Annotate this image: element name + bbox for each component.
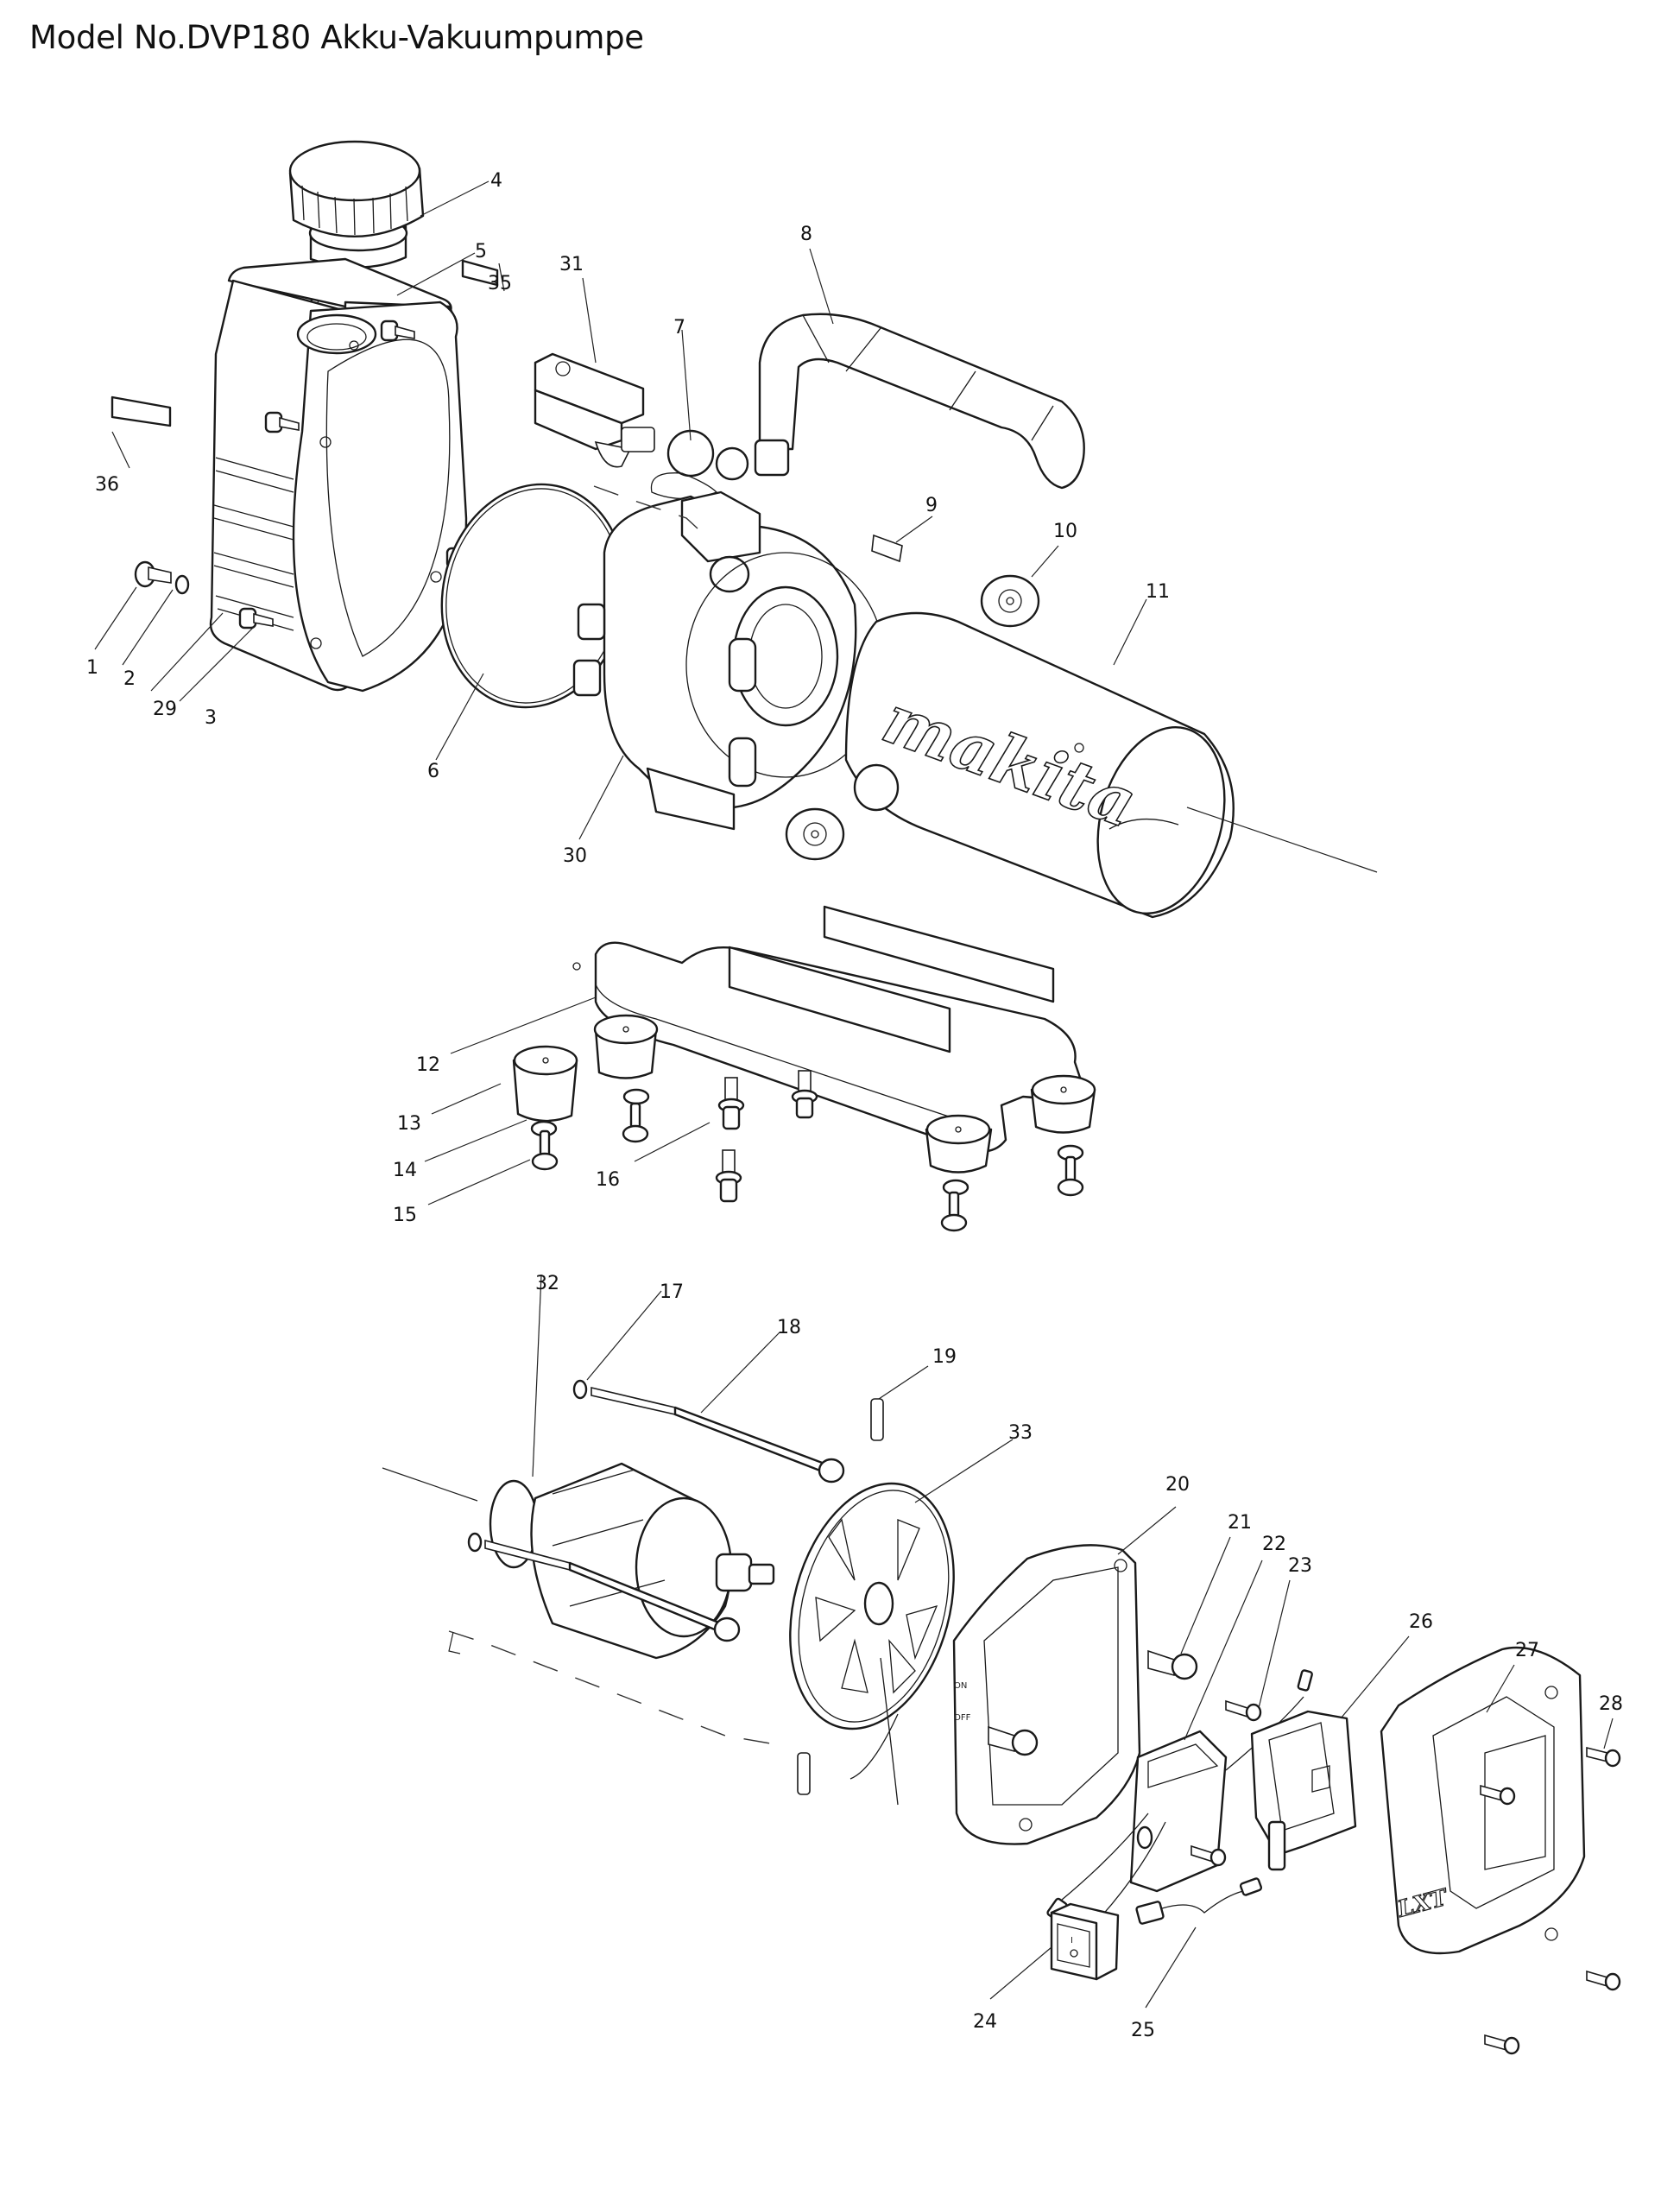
callout-31: 31	[559, 254, 584, 275]
part-31-valve	[534, 352, 655, 468]
callout-7: 7	[673, 317, 685, 338]
callout-27: 27	[1515, 1640, 1539, 1661]
callout-10: 10	[1053, 521, 1077, 542]
part-30-pump-body	[572, 490, 886, 831]
callout-22: 22	[1262, 1534, 1286, 1555]
switch-off-marking: OFF	[954, 1713, 971, 1723]
callout-29: 29	[153, 699, 177, 720]
part-20-motor-housing-rear: ON OFF	[952, 1544, 1141, 1845]
part-10-vent-cap	[785, 574, 1040, 861]
callout-20: 20	[1165, 1474, 1190, 1496]
callout-26: 26	[1409, 1611, 1433, 1633]
part-21-socket-screw	[988, 1649, 1198, 1756]
callout-28: 28	[1599, 1693, 1623, 1715]
part-4-oil-cap	[288, 140, 425, 269]
part-12-base	[572, 905, 1085, 1153]
part-15-screw	[531, 1102, 1084, 1232]
part-13-rubber-foot	[512, 1014, 1096, 1174]
part-24-rocker-switch: I	[1050, 1902, 1120, 1981]
part-18-long-bolt	[484, 1386, 845, 1642]
part-19-spring	[797, 1398, 884, 1795]
callout-13: 13	[397, 1113, 421, 1135]
part-26-terminal	[1250, 1710, 1357, 1871]
callout-2: 2	[123, 668, 136, 690]
part-36-label	[111, 395, 172, 427]
part-28-screw	[1480, 1746, 1621, 2055]
part-23-screw	[1191, 1699, 1262, 1867]
part-25-lead-wire	[1135, 1877, 1263, 1925]
callout-labels: 1 2 3 4 5 6 7 8 9 10 11 12 13 14 15 16 1…	[86, 170, 1623, 2041]
switch-on-marking: ON	[954, 1681, 967, 1691]
part-11-cylinder-cover: makita	[844, 611, 1235, 919]
callout-8: 8	[800, 224, 812, 245]
callout-9: 9	[925, 495, 938, 516]
callout-17: 17	[660, 1281, 684, 1303]
page-title: Model No.DVP180 Akku-Vakuumpumpe	[29, 19, 644, 56]
part-17-spring-washer	[467, 1379, 588, 1553]
callout-12: 12	[416, 1054, 440, 1076]
part-33-end-plate	[789, 1482, 955, 1806]
callout-19: 19	[932, 1346, 957, 1368]
callout-33: 33	[1008, 1422, 1033, 1444]
part-2-washer	[174, 574, 190, 595]
callout-25: 25	[1131, 2020, 1155, 2041]
callout-6: 6	[427, 761, 439, 782]
callout-16: 16	[596, 1169, 620, 1191]
callout-1: 1	[86, 657, 98, 679]
callout-24: 24	[973, 2011, 997, 2033]
callout-14: 14	[393, 1160, 417, 1181]
callout-32: 32	[535, 1273, 559, 1294]
callout-21: 21	[1228, 1512, 1252, 1534]
callout-18: 18	[777, 1317, 801, 1338]
part-7-connector-cap	[650, 429, 749, 500]
part-27-battery-holder: LXT	[1380, 1646, 1586, 1955]
callout-4: 4	[490, 170, 502, 192]
rocker-on-marking: I	[1071, 1936, 1073, 1945]
part-35-label	[461, 259, 499, 287]
callout-11: 11	[1146, 581, 1170, 603]
part-1-drain-plug	[134, 560, 172, 588]
callout-5: 5	[475, 241, 487, 263]
callout-23: 23	[1288, 1555, 1312, 1577]
callout-3: 3	[205, 707, 217, 729]
callout-30: 30	[563, 845, 587, 867]
part-29-front-housing	[209, 257, 468, 693]
part-16-stud	[715, 1070, 818, 1203]
callout-35: 35	[488, 273, 512, 294]
part-8-handle	[754, 313, 1085, 490]
callout-15: 15	[393, 1205, 417, 1226]
part-9-set-screw	[871, 534, 903, 563]
leader-lines	[94, 180, 1614, 2009]
callout-36: 36	[95, 474, 119, 496]
